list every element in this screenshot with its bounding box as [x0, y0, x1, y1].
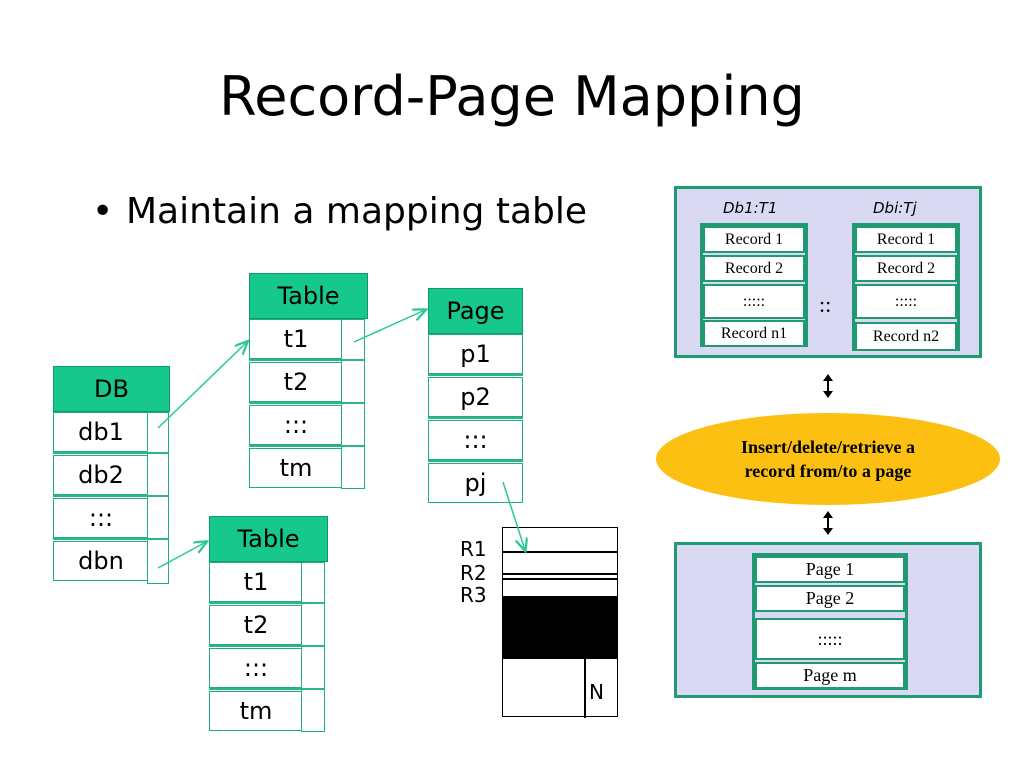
record-right-3: :::::: [855, 284, 957, 319]
record-label-r1: R1: [460, 537, 487, 561]
table-bottom-row-separator: [209, 602, 325, 604]
db-row-3: :::: [53, 498, 149, 538]
db-row-4: dbn: [53, 541, 149, 581]
record-label-r2: R2: [460, 561, 487, 585]
table-top-row-2: t2: [249, 362, 343, 402]
db-row-2: db2: [53, 455, 149, 495]
record-left-4: Record n1: [703, 320, 805, 347]
record-left-2: Record 2: [703, 255, 805, 282]
page-slot-line: [502, 578, 618, 580]
db1-to-table-arrow: [157, 342, 247, 429]
record-left-1: Record 1: [703, 226, 805, 253]
records-right-column: Record 1 Record 2 ::::: Record n2: [852, 223, 960, 351]
table-top-row-separator: [249, 445, 365, 447]
page-slot-line: [502, 573, 618, 575]
dbn-to-table-arrow: [157, 542, 206, 569]
db-row-separator: [53, 538, 168, 540]
page-slot-line: [502, 657, 618, 659]
slide-title: Record-Page Mapping: [219, 65, 805, 128]
record-left-3: :::::: [703, 284, 805, 319]
record-right-1: Record 1: [855, 226, 957, 253]
table-bottom-row-separator: [209, 688, 325, 690]
table-top-row-4: tm: [249, 448, 343, 488]
pj-to-page-block-arrow: [502, 481, 525, 550]
page-row-separator: [428, 417, 523, 419]
records-left-column: Record 1 Record 2 ::::: Record n1: [700, 223, 808, 347]
table-bottom-row-3: :::: [209, 648, 303, 688]
slot-label: N: [589, 680, 604, 704]
page-row-separator: [428, 374, 523, 376]
t1-to-page-arrow: [353, 310, 425, 343]
page-row-3: :::: [428, 420, 523, 460]
table-bottom-pointer-column: [301, 562, 325, 732]
db-pointer-column: [147, 412, 169, 584]
bullet-point: • Maintain a mapping table: [92, 190, 587, 234]
page-slot-line: [502, 551, 618, 553]
table-top-header: Table: [249, 273, 368, 319]
oval-line-1: Insert/delete/retrieve a: [740, 437, 916, 457]
bullet-marker: •: [92, 191, 114, 232]
records-left-heading: Db1:T1: [723, 199, 778, 217]
oval-line-2: record from/to a page: [744, 461, 912, 481]
slot-directory-divider: [584, 658, 586, 718]
page-row-2: p2: [428, 377, 523, 417]
table-top-row-separator: [249, 359, 365, 361]
page-entry-4: Page m: [755, 662, 905, 689]
records-panel: Db1:T1 Dbi:Tj Record 1 Record 2 ::::: Re…: [674, 186, 982, 358]
page-block: N: [502, 527, 618, 718]
pages-panel: Page 1 Page 2 ::::: Page m: [674, 542, 982, 698]
page-table-header: Page: [428, 288, 523, 334]
pages-column: Page 1 Page 2 ::::: Page m: [752, 553, 908, 690]
bullet-text: Maintain a mapping table: [126, 191, 588, 232]
records-ellipsis: ::: [819, 292, 832, 317]
record-right-4: Record n2: [855, 322, 957, 351]
page-entry-3: :::::: [755, 618, 905, 660]
table-bottom-header: Table: [209, 516, 328, 562]
table-bottom-row-2: t2: [209, 605, 303, 645]
table-bottom-row-1: t1: [209, 562, 303, 602]
double-arrow-icon: [823, 511, 833, 535]
page-row-1: p1: [428, 334, 523, 374]
db-row-separator: [53, 495, 168, 497]
db-row-1: db1: [53, 412, 149, 452]
table-top-row-1: t1: [249, 319, 343, 359]
double-arrow-icon: [823, 374, 833, 398]
table-top-row-3: :::: [249, 405, 343, 445]
table-top-row-separator: [249, 402, 365, 404]
page-entry-1: Page 1: [755, 556, 905, 583]
record-label-r3: R3: [460, 583, 487, 607]
table-bottom-row-separator: [209, 645, 325, 647]
record-right-2: Record 2: [855, 255, 957, 282]
page-entry-2: Page 2: [755, 585, 905, 612]
page-free-space: [502, 596, 618, 658]
db-row-separator: [53, 452, 168, 454]
records-right-heading: Dbi:Tj: [873, 199, 917, 217]
operation-oval: Insert/delete/retrieve a record from/to a…: [656, 413, 1000, 505]
db-table-header: DB: [53, 366, 170, 412]
table-top-pointer-column: [341, 319, 365, 489]
page-row-separator: [428, 460, 523, 462]
